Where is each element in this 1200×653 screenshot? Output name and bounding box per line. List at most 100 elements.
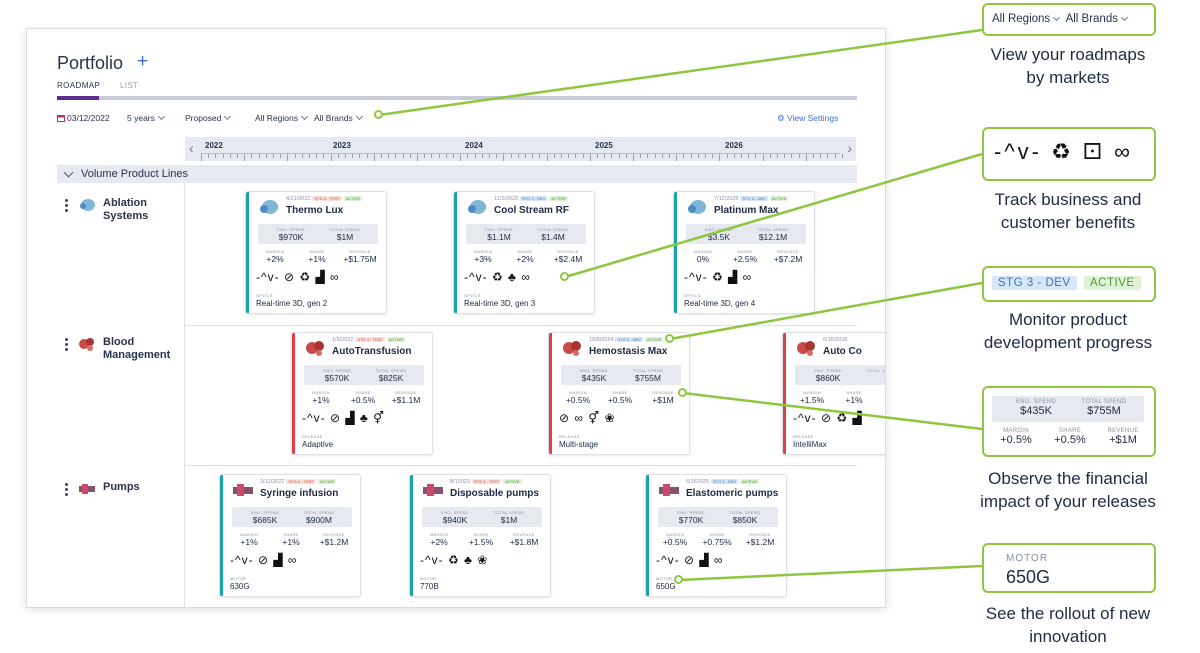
timeline-ruler[interactable]: ‹ › 2022 2023 2024 2025 2026	[185, 137, 856, 161]
region-filter[interactable]: All Regions	[255, 112, 309, 123]
benefit-icons: -^v- ⊘ ♻ ▟	[793, 411, 863, 425]
share: SHARE+1%	[845, 390, 863, 405]
product-name[interactable]: Syringe infusion	[260, 488, 339, 499]
drag-handle-icon[interactable]	[65, 199, 68, 214]
product-name[interactable]: Auto Co	[823, 346, 862, 357]
timeline-tick	[553, 154, 555, 158]
timeline-tick	[669, 154, 670, 158]
timeline-tick	[215, 154, 217, 158]
timeline-tick	[409, 154, 411, 158]
status-badge: ACTIVE	[343, 196, 363, 202]
product-name[interactable]: Hemostasis Max	[589, 346, 668, 357]
margin: MARGIN+2%	[266, 249, 284, 264]
callout-progress-box: STG 3 - DEV ACTIVE	[982, 266, 1156, 302]
date-filter[interactable]: 03/12/2022	[57, 113, 110, 123]
range-filter[interactable]: 5 years	[127, 112, 165, 123]
timeline-tick	[834, 154, 836, 158]
page-title: Portfolio	[57, 53, 124, 73]
timeline-tick	[748, 154, 750, 158]
card-status-bar	[783, 333, 786, 454]
eng-spend: ENG. SPEND$1.1M	[485, 227, 513, 242]
product-thumbnail-icon	[563, 341, 581, 356]
timeline-tick	[532, 154, 534, 158]
tab-roadmap[interactable]: ROADMAP	[57, 81, 101, 90]
feature-label: RELEASE	[793, 434, 814, 439]
timeline-tick	[481, 154, 483, 158]
stage-badge: STG 3 - DEV	[992, 276, 1077, 290]
timeline-tick	[697, 154, 699, 158]
status-badge: ACTIVE	[503, 479, 522, 485]
view-settings-button[interactable]: ⚙ View Settings	[777, 113, 838, 124]
product-thumbnail-icon	[260, 200, 278, 214]
date-value: 03/12/2022	[67, 113, 110, 123]
portfolio-app: Portfolio + ROADMAP LIST 03/12/2022 5 ye…	[26, 28, 886, 608]
callout-anchor	[674, 575, 683, 584]
total-spend: TOTAL SPEND$1M	[493, 510, 525, 525]
total-spend: TOTAL SPEND$1.4M	[537, 227, 569, 242]
eng-spend: ENG. SPEND$685K	[251, 510, 279, 525]
product-name[interactable]: Cool Stream RF	[494, 205, 570, 216]
product-name[interactable]: Platinum Max	[714, 205, 779, 216]
product-name[interactable]: AutoTransfusion	[332, 346, 412, 357]
brand-filter[interactable]: All Brands	[314, 112, 363, 123]
year-label: 2025	[595, 141, 613, 150]
margin: MARGIN+1%	[312, 390, 330, 405]
drag-handle-icon[interactable]	[65, 483, 68, 498]
feature-value: Multi-stage	[559, 440, 599, 449]
timeline-tick	[683, 154, 685, 158]
callout-markets-box: All Regions All Brands	[982, 3, 1156, 36]
timeline-tick	[791, 154, 793, 158]
timeline-tick	[330, 154, 332, 161]
year-label: 2026	[725, 141, 743, 150]
benefit-icons: ⊘ ∞ ⚥ ❀	[559, 411, 616, 425]
product-thumbnail-icon	[468, 200, 486, 214]
status-badge: ACTIVE	[740, 479, 759, 485]
eng-spend: ENG. SPEND$3.5K	[705, 227, 733, 242]
add-portfolio-icon[interactable]: +	[137, 51, 149, 72]
card-status-bar	[646, 475, 649, 596]
chevron-left-icon[interactable]: ‹	[189, 140, 194, 156]
product-name[interactable]: Disposable pumps	[450, 488, 539, 499]
feature-value: 650G	[656, 582, 676, 591]
group-header[interactable]: Volume Product Lines	[57, 165, 857, 183]
year-label: 2023	[333, 141, 351, 150]
card-status-bar	[292, 333, 295, 454]
drag-handle-icon[interactable]	[65, 338, 68, 353]
timeline-tick	[201, 154, 202, 161]
timeline-tick	[496, 154, 498, 158]
timeline-tick	[222, 154, 224, 158]
feature-value: Real-time 3D, gen 2	[256, 299, 328, 308]
revenue: REVENUE+$1.1M	[391, 390, 421, 405]
product-name[interactable]: Thermo Lux	[286, 205, 344, 216]
eng-spend: ENG. SPEND$435K	[1015, 399, 1056, 417]
chevron-right-icon[interactable]: ›	[847, 140, 852, 156]
revenue: REVENUE+$7.2M	[773, 249, 803, 264]
ablation-device-icon	[80, 199, 95, 211]
callout-benefits-box: -^v- ♻ ⚀ ∞	[982, 127, 1156, 181]
feature-value: 650G	[1006, 567, 1051, 587]
region-value: All Regions	[255, 113, 298, 123]
timeline-tick	[539, 154, 541, 158]
timeline-tick	[517, 154, 519, 158]
tab-list[interactable]: LIST	[120, 81, 139, 90]
benefit-icons: -^v- ♻ ⚀ ∞	[994, 139, 1133, 164]
card-date: 6/18/2026	[823, 337, 848, 343]
timeline-tick	[402, 154, 404, 158]
product-name[interactable]: Elastomeric pumps	[686, 488, 779, 499]
scenario-filter[interactable]: Proposed	[185, 112, 232, 123]
timeline-tick	[445, 154, 447, 158]
timeline-tick	[294, 154, 296, 158]
